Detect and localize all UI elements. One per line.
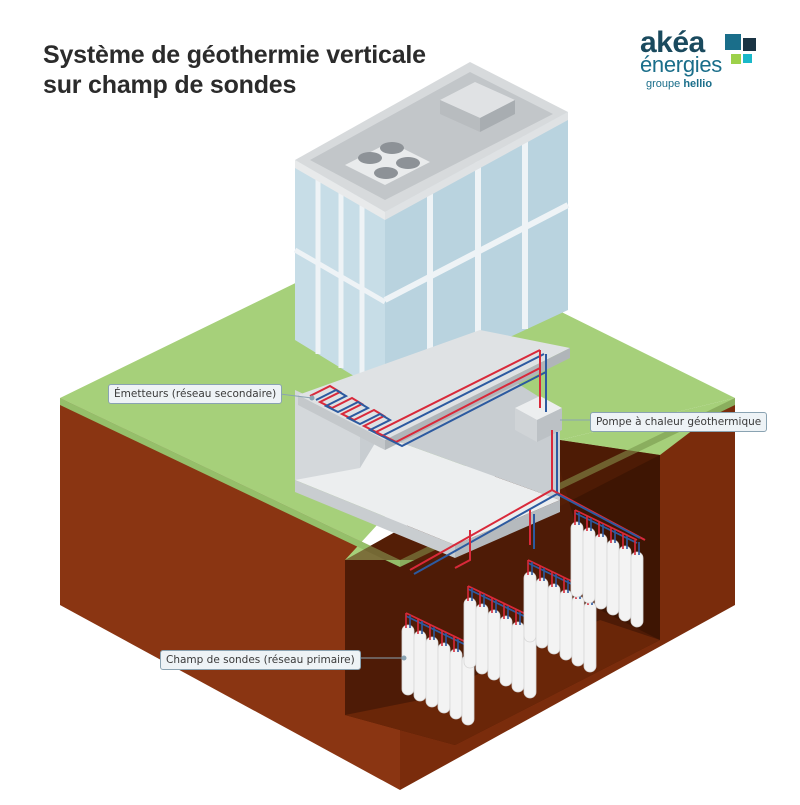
probe-tube [413,630,427,702]
probe-tube [437,642,451,714]
roof-edge-right [385,112,568,220]
probe-tube [618,545,632,622]
logo-group-text: groupe hellio [646,78,712,91]
logo-square-dark [743,38,756,51]
probe-field-marker [401,655,407,661]
logo-square-green [731,54,741,64]
floor-slab-front [298,395,385,450]
heat-pump-label: Pompe à chaleur géothermique [590,412,768,432]
tower-right-mullions [383,136,570,373]
probe-tube [606,539,620,616]
tower-left-mullions [293,173,387,381]
grass-left-edge [60,398,400,567]
probe-tube [499,615,513,687]
emitter-loops [309,349,547,448]
probe-header-pipe [405,612,469,644]
title-line-1: Système de géothermie verticale [43,41,426,69]
probe-tube [511,621,525,693]
probe-tube [487,609,501,681]
probe-field-label: Champ de sondes (réseau primaire) [160,650,361,670]
probe-header-pipe [574,509,638,541]
soil-left-face [60,398,400,790]
logo-square-cyan [743,54,752,63]
logo-sub-text: énergies [640,52,722,77]
brand-logo: akéa énergies groupe hellio [640,26,770,95]
floor-slab-top [298,330,570,440]
heat-pump-side [537,408,562,442]
probe-tube [463,597,477,669]
logo-brand-text: akéa [640,26,705,59]
emitters-label: Émetteurs (réseau secondaire) [108,384,283,404]
probe-tube [523,571,537,643]
page-title: Système de géothermie verticale sur cham… [43,40,426,100]
probe-tube [630,551,644,628]
rooftop-unit-top [440,82,515,118]
heat-pump-top [515,396,562,420]
primary-feed-pipes [409,430,646,575]
probe-tube [570,521,584,598]
probe-header-pipe [467,585,531,617]
probe-tube [449,648,463,720]
roof-edge-left [295,160,385,220]
emitters-marker [309,395,315,401]
probe-tube [559,589,573,661]
logo-group-a: groupe [646,78,681,90]
probe-tube [594,533,608,610]
probe-field [401,509,644,726]
probe-tube [547,583,561,655]
rooftop-unit-left [440,100,480,132]
rooftop-unit-right [480,100,515,132]
probe-tube [535,577,549,649]
probe-tube [582,527,596,604]
heat-pump-front [515,408,537,442]
probe-tube [475,603,489,675]
probe-tube [425,636,439,708]
rooftop-fans [345,142,430,185]
logo-square-teal [725,34,741,50]
logo-group-b: hellio [683,78,713,90]
probe-tube [583,601,597,673]
title-line-2: sur champ de sondes [43,71,297,99]
ground-slab-front [295,480,455,558]
probe-tube [571,595,585,667]
